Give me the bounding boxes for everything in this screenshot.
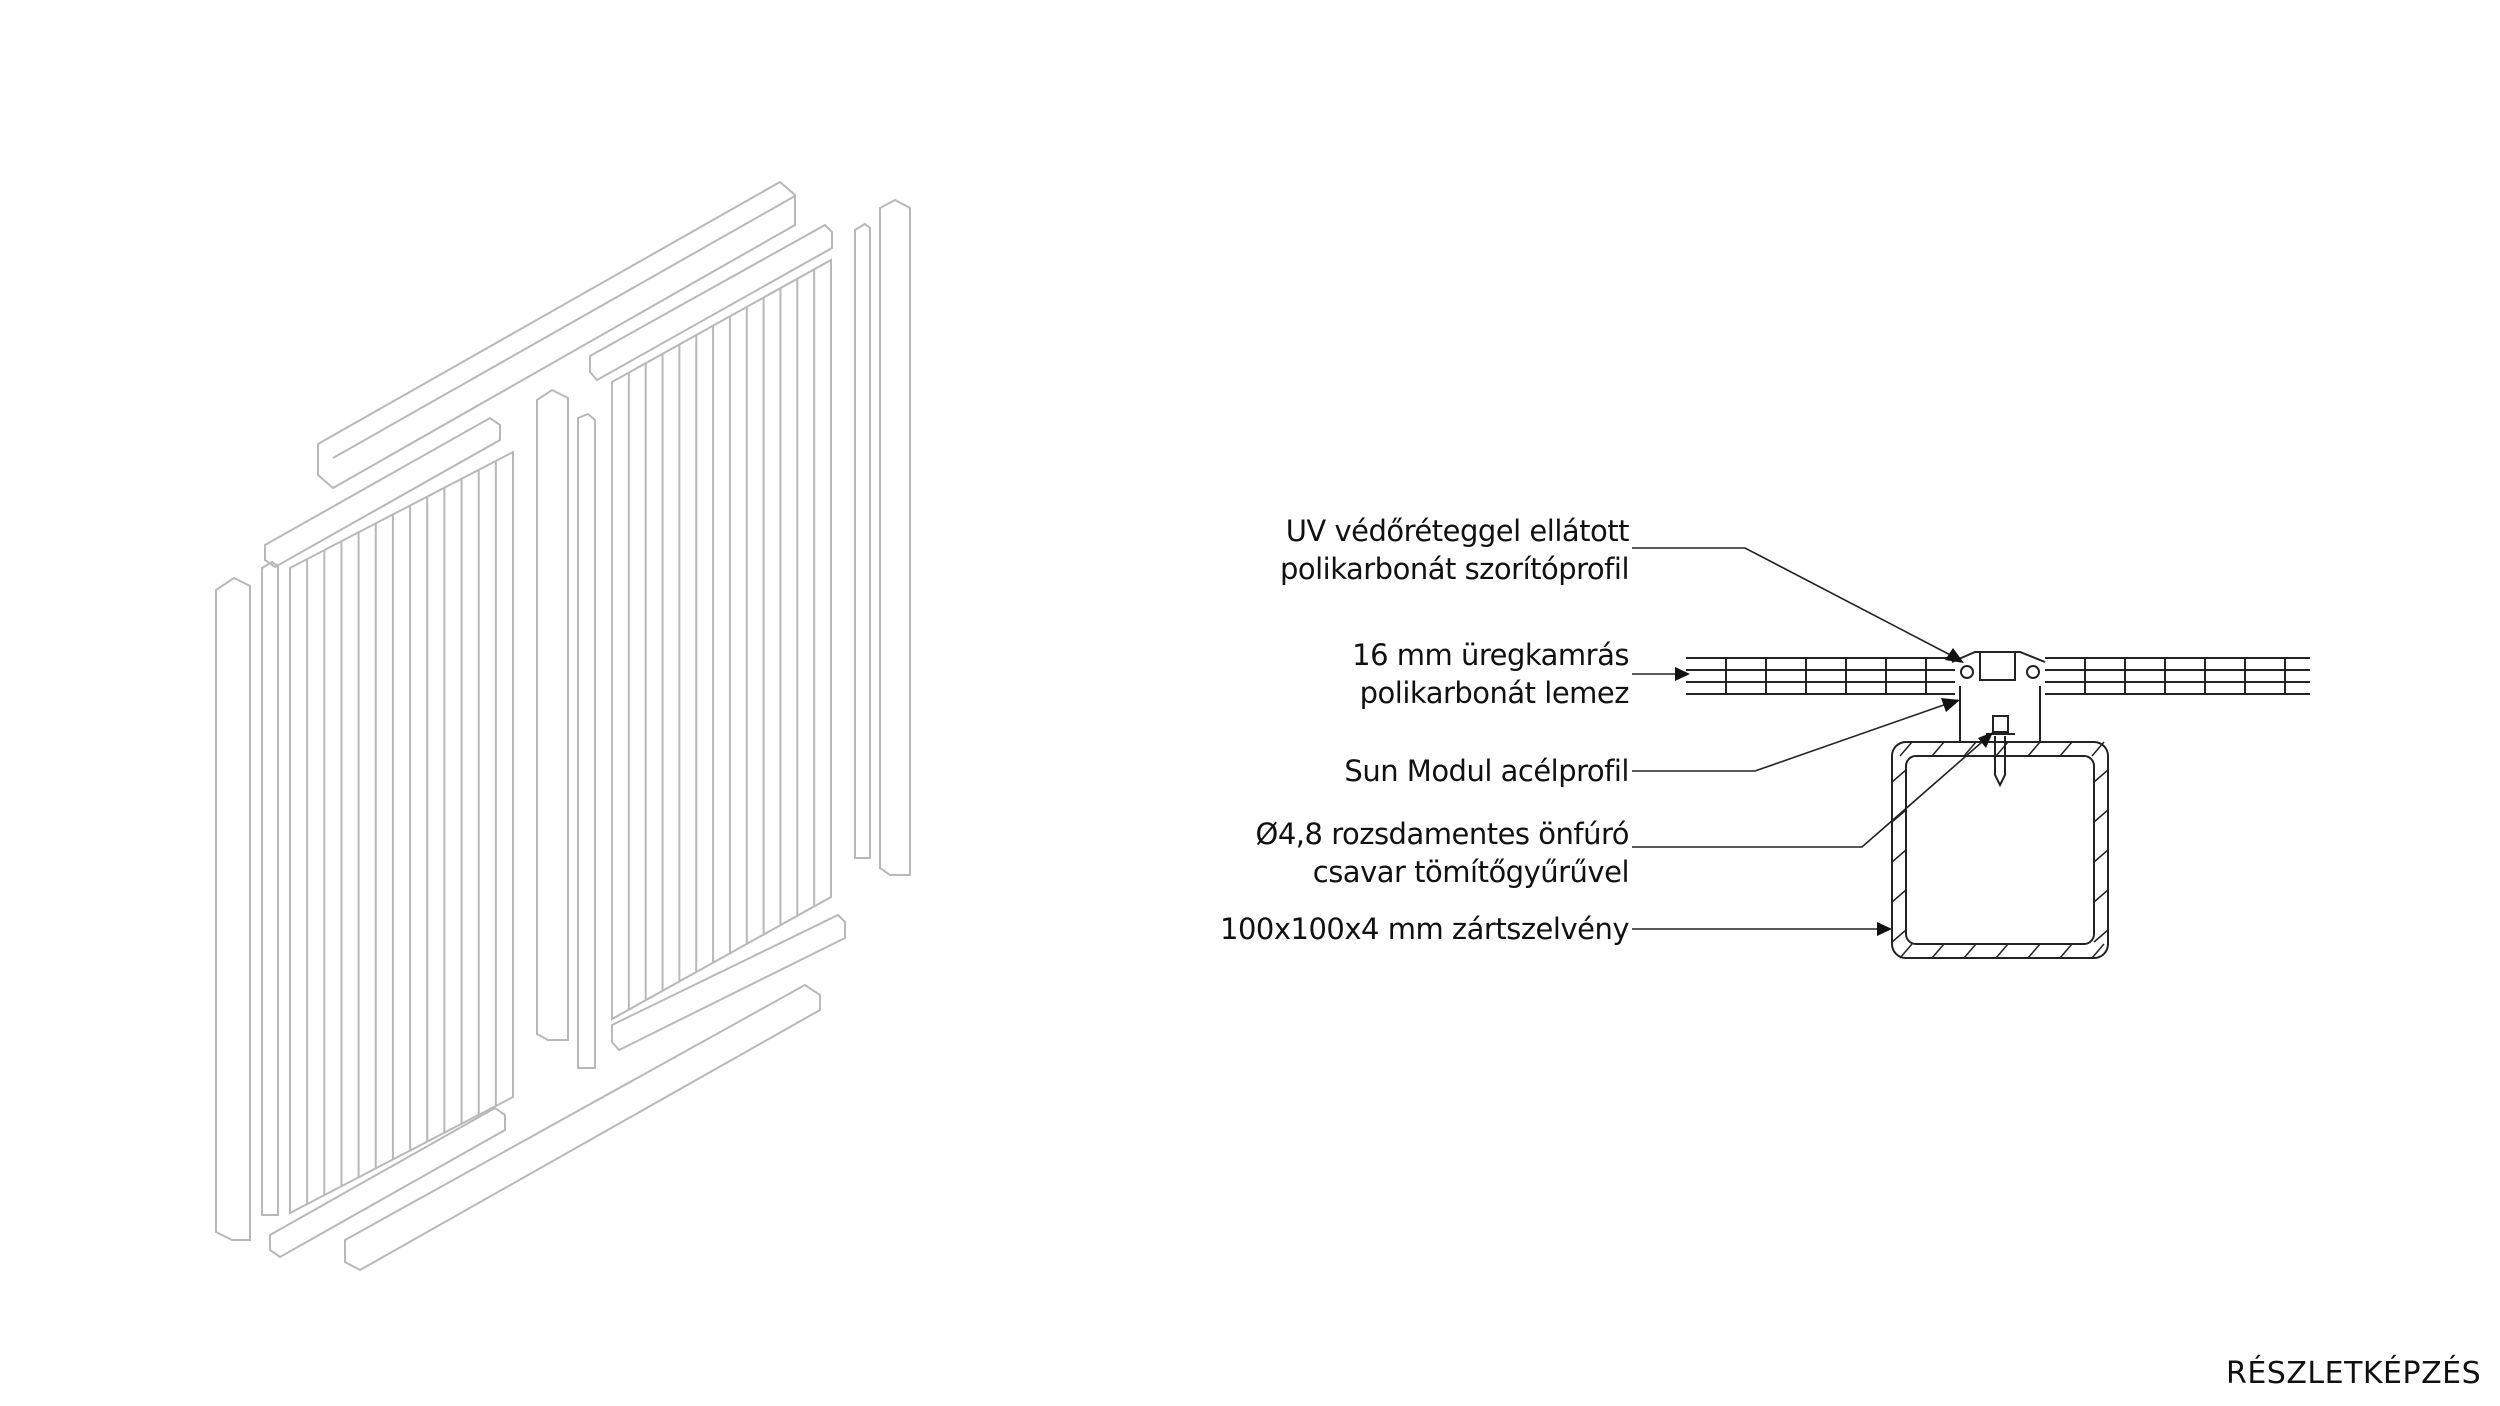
hatch-line xyxy=(1931,741,1945,757)
panel-outline xyxy=(289,450,514,1215)
exploded-axonometric-view xyxy=(215,180,911,1272)
label-line: 16 mm üregkamrás xyxy=(1352,638,1629,672)
panel-outline xyxy=(611,258,832,1021)
hatch-line xyxy=(1931,943,1945,959)
hatch-line xyxy=(2091,943,2105,959)
label-line: UV védőréteggel ellátott xyxy=(1285,514,1630,548)
post-middle-inner xyxy=(577,412,596,1069)
rhs-outer xyxy=(1891,741,2109,959)
hatch-line xyxy=(1891,929,1907,943)
top-rail-left xyxy=(264,416,501,569)
post-middle xyxy=(536,388,569,1041)
post-right xyxy=(879,198,911,876)
sheet-title: RÉSZLETKÉPZÉS xyxy=(2226,1356,2482,1391)
label-clamp-profile: UV védőréteggel ellátott polikarbonát sz… xyxy=(1279,512,1630,588)
polycarbonate-panel-left xyxy=(289,450,514,1215)
steel-profile xyxy=(1959,686,2041,743)
hatch-line xyxy=(1963,741,1977,757)
top-beam xyxy=(317,180,796,490)
hatch-line xyxy=(1899,943,1913,959)
label-screw: Ø4,8 rozsdamentes önfúró csavar tömítőgy… xyxy=(1255,815,1630,891)
hatch-line xyxy=(1891,889,1907,903)
label-line: Ø4,8 rozsdamentes önfúró xyxy=(1255,817,1630,851)
post-left-inner xyxy=(261,560,279,1216)
hatch-line xyxy=(2093,889,2109,903)
polycarbonate-sheet-section xyxy=(1686,657,2310,695)
hatch-line xyxy=(2027,943,2041,959)
hatch-line xyxy=(1995,943,2009,959)
hatch-line xyxy=(2093,769,2109,783)
post-left xyxy=(215,576,251,1241)
hatch-line xyxy=(2027,741,2041,757)
post-right-inner xyxy=(854,222,871,859)
hatch-line xyxy=(1963,943,1977,959)
hatch-line xyxy=(1891,809,1907,823)
hatch-line xyxy=(1899,741,1913,757)
top-rail-right xyxy=(589,223,833,382)
hatch-line xyxy=(2093,929,2109,943)
label-rhs-section: 100x100x4 mm zártszelvény xyxy=(1220,912,1629,946)
hatch-line xyxy=(2059,741,2073,757)
hatch-line xyxy=(1891,849,1907,863)
hatch-line xyxy=(2093,849,2109,863)
label-line: polikarbonát lemez xyxy=(1359,676,1630,710)
clamp-profile xyxy=(1951,651,2046,681)
hatch-line xyxy=(2059,943,2073,959)
bottom-rail-right xyxy=(611,913,846,1052)
bottom-beam xyxy=(344,983,821,1272)
section-detail xyxy=(1632,547,2310,959)
hatch-line xyxy=(1995,741,2009,757)
hatch-line xyxy=(1891,769,1907,783)
hatch-line xyxy=(2091,741,2105,757)
label-polycarbonate-sheet: 16 mm üregkamrás polikarbonát lemez xyxy=(1352,636,1629,712)
hatch-line xyxy=(2093,809,2109,823)
bottom-rail-left xyxy=(269,1106,506,1259)
label-steel-profile: Sun Modul acélprofil xyxy=(1344,754,1629,788)
label-line: polikarbonát szorítóprofil xyxy=(1279,552,1630,586)
polycarbonate-panel-right xyxy=(611,258,832,1021)
label-line: csavar tömítőgyűrűvel xyxy=(1312,855,1630,889)
